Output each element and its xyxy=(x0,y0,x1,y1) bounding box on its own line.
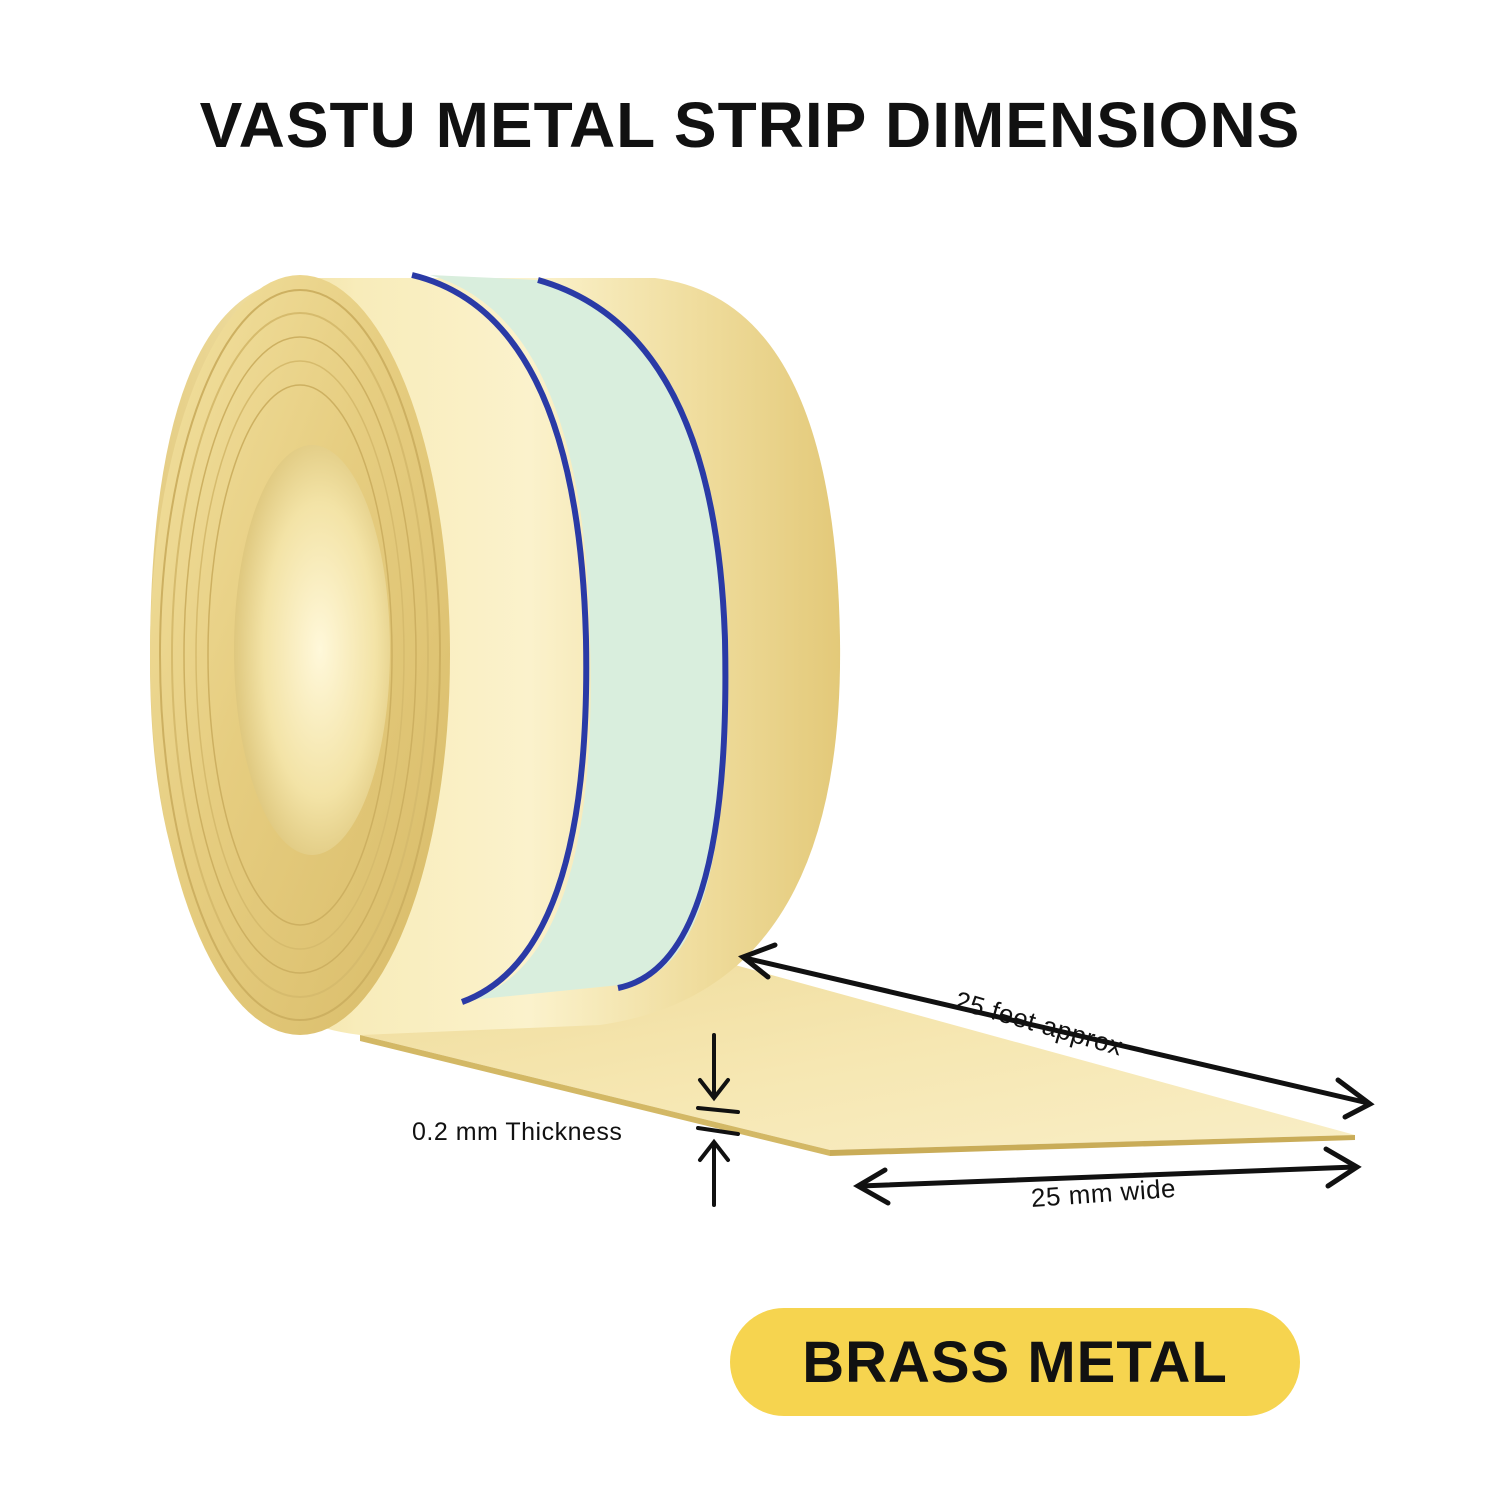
material-badge: BRASS METAL xyxy=(730,1308,1300,1416)
length-arrow-icon xyxy=(738,942,1375,1120)
thickness-arrow-icon xyxy=(696,1033,740,1207)
roll-core-hole xyxy=(234,445,390,855)
thickness-label: 0.2 mm Thickness xyxy=(412,1118,623,1146)
roll-label-band xyxy=(430,275,726,1000)
roll-face xyxy=(150,275,450,1035)
material-badge-label: BRASS METAL xyxy=(802,1329,1228,1395)
width-arrow-icon xyxy=(853,1146,1362,1206)
page-title: VASTU METAL STRIP DIMENSIONS xyxy=(199,89,1301,161)
band-line-right xyxy=(537,277,729,991)
band-line-left xyxy=(411,272,590,1005)
